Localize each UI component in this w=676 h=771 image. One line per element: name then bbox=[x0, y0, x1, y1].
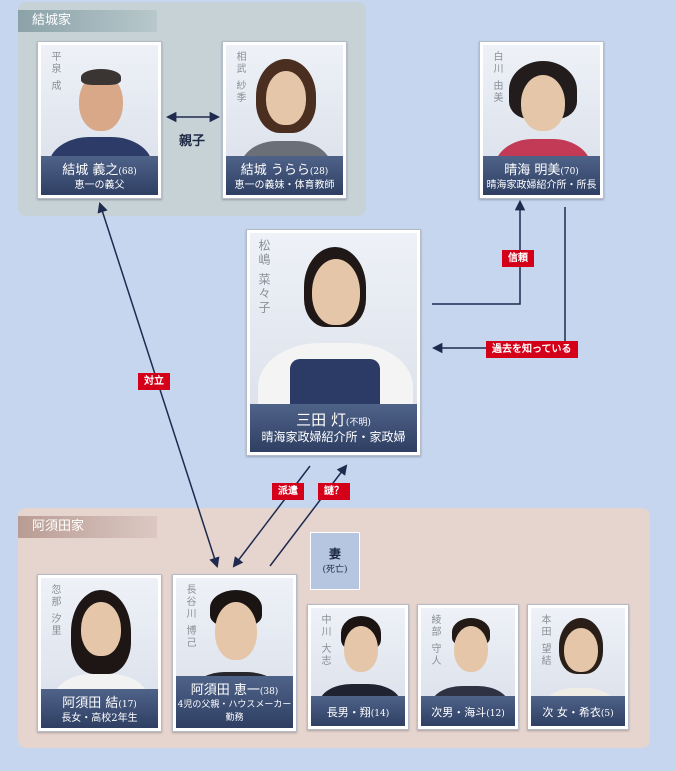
character-label: 結城 うらら(28) 恵一の義妹・体育教師 bbox=[226, 156, 343, 195]
character-name: 阿須田 恵一 bbox=[190, 683, 260, 698]
actor-name: 本田 望結 bbox=[539, 614, 550, 668]
character-card-yui[interactable]: 忽那 汐里 阿須田 結(17) 長女・高校2年生 bbox=[37, 574, 162, 732]
character-card-akari[interactable]: 松嶋 菜々子 三田 灯(不明) 晴海家政婦紹介所・家政婦 bbox=[246, 229, 421, 456]
knows-past-arrow bbox=[431, 207, 566, 354]
character-age: (38) bbox=[259, 687, 279, 697]
character-card-kakeru[interactable]: 中川 大志 長男・翔(14) bbox=[307, 604, 409, 730]
character-role: 恵一の義妹・体育教師 bbox=[234, 180, 335, 191]
knows-past-label: 過去を知っている bbox=[486, 341, 578, 358]
character-age: (不明) bbox=[345, 418, 371, 428]
character-age: (14) bbox=[370, 709, 390, 719]
actor-name: 松嶋 菜々子 bbox=[257, 239, 271, 315]
character-label: 結城 義之(68) 恵一の義父 bbox=[41, 156, 158, 195]
character-card-keiichi[interactable]: 長谷川 博己 阿須田 恵一(38) 4児の父親・ハウスメーカー勤務 bbox=[172, 574, 297, 732]
character-name: 長男・翔 bbox=[326, 706, 371, 719]
parent-child-label: 親子 bbox=[179, 134, 206, 149]
character-label: 阿須田 結(17) 長女・高校2年生 bbox=[41, 689, 158, 728]
character-role: 晴海家政婦紹介所・家政婦 bbox=[261, 430, 406, 444]
character-age: (28) bbox=[309, 167, 329, 177]
character-label: 次 女・希衣(5) bbox=[531, 696, 625, 726]
character-age: (68) bbox=[118, 167, 137, 177]
dispatch-arrow bbox=[232, 465, 311, 568]
character-label: 次男・海斗(12) bbox=[421, 696, 515, 726]
actor-name: 長谷川 博己 bbox=[184, 584, 195, 650]
wife-title: 妻 bbox=[328, 547, 341, 561]
wife-status: (死亡) bbox=[322, 565, 348, 575]
character-label: 阿須田 恵一(38) 4児の父親・ハウスメーカー勤務 bbox=[176, 676, 293, 728]
deceased-wife-box: 妻 (死亡) bbox=[310, 532, 360, 590]
character-card-kii[interactable]: 本田 望結 次 女・希衣(5) bbox=[527, 604, 629, 730]
character-role: 恵一の義父 bbox=[74, 180, 125, 191]
actor-name: 中川 大志 bbox=[319, 614, 330, 668]
mystery-arrow bbox=[269, 464, 348, 567]
actor-name: 綾部 守人 bbox=[429, 614, 440, 668]
character-label: 三田 灯(不明) 晴海家政婦紹介所・家政婦 bbox=[250, 404, 417, 452]
character-card-akemi[interactable]: 白川 由美 晴海 明美(70) 晴海家政婦紹介所・所長 bbox=[479, 41, 604, 199]
trust-arrow bbox=[432, 199, 526, 305]
character-role: 4児の父親・ハウスメーカー勤務 bbox=[177, 700, 292, 723]
actor-name: 白川 由美 bbox=[491, 51, 502, 105]
character-card-kaito[interactable]: 綾部 守人 次男・海斗(12) bbox=[417, 604, 519, 730]
character-name: 阿須田 結 bbox=[62, 696, 119, 711]
character-card-urara[interactable]: 相武 紗季 結城 うらら(28) 恵一の義妹・体育教師 bbox=[222, 41, 347, 199]
character-name: 結城 うらら bbox=[240, 163, 310, 178]
dispatch-label: 派遣 bbox=[272, 483, 304, 500]
actor-name: 相武 紗季 bbox=[234, 51, 245, 105]
character-label: 長男・翔(14) bbox=[311, 696, 405, 726]
actor-name: 平泉 成 bbox=[49, 51, 60, 93]
yuki-family-tab: 結城家 bbox=[18, 10, 157, 32]
character-age: (70) bbox=[560, 167, 579, 177]
character-age: (17) bbox=[118, 700, 137, 710]
character-name: 晴海 明美 bbox=[504, 163, 561, 178]
character-name: 次 女・希衣 bbox=[542, 706, 601, 719]
character-card-yoshiyuki[interactable]: 平泉 成 結城 義之(68) 恵一の義父 bbox=[37, 41, 162, 199]
character-name: 次男・海斗 bbox=[431, 706, 487, 719]
character-age: (5) bbox=[600, 709, 614, 719]
character-role: 長女・高校2年生 bbox=[61, 713, 138, 724]
conflict-label: 対立 bbox=[138, 373, 170, 390]
character-name: 三田 灯 bbox=[296, 411, 346, 429]
mystery-label: 謎？ bbox=[318, 483, 350, 500]
character-role: 晴海家政婦紹介所・所長 bbox=[486, 180, 597, 191]
character-age: (12) bbox=[486, 709, 505, 719]
character-label: 晴海 明美(70) 晴海家政婦紹介所・所長 bbox=[483, 156, 600, 195]
actor-name: 忽那 汐里 bbox=[49, 584, 60, 638]
character-name: 結城 義之 bbox=[62, 163, 119, 178]
trust-label: 信頼 bbox=[502, 250, 534, 267]
